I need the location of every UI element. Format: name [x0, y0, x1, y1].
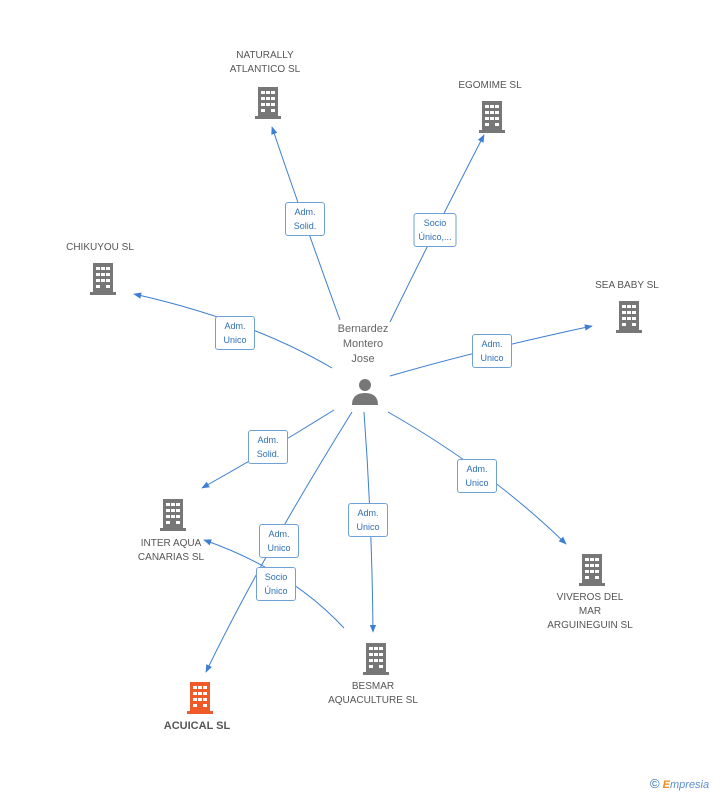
building-icon[interactable]: [88, 261, 118, 295]
building-icon[interactable]: [614, 299, 644, 333]
edge-label-chikuyou[interactable]: Adm. Unico: [215, 316, 255, 350]
building-icon[interactable]: [577, 552, 607, 586]
building-icon[interactable]: [158, 497, 188, 531]
building-icon[interactable]: [477, 99, 507, 133]
person-icon[interactable]: [350, 377, 380, 407]
edge-label-interaqua[interactable]: Adm. Solid.: [248, 430, 288, 464]
copyright-symbol: ©: [650, 776, 660, 791]
node-label-seababy[interactable]: SEA BABY SL: [595, 280, 659, 291]
edge-label-egomime[interactable]: Socio Único,...: [413, 213, 457, 247]
node-label-acuical[interactable]: ACUICAL SL: [163, 720, 231, 732]
node-label-viveros[interactable]: VIVEROS DEL MAR ARGUINEGUIN SL: [547, 592, 633, 631]
building-icon[interactable]: [253, 85, 283, 119]
edge-label-besmar[interactable]: Adm. Unico: [348, 503, 388, 537]
edge-label-naturally[interactable]: Adm. Solid.: [285, 202, 325, 236]
node-label-egomime[interactable]: EGOMIME SL: [458, 80, 522, 91]
edge-label-acuical-center[interactable]: Adm. Unico: [259, 524, 299, 558]
building-icon[interactable]: [361, 641, 391, 675]
node-label-interaqua[interactable]: INTER AQUA CANARIAS SL: [137, 538, 205, 563]
brand-footer: © Empresia: [650, 776, 709, 791]
node-label-chikuyou[interactable]: CHIKUYOU SL: [66, 242, 134, 253]
brand-logo-e: E: [662, 779, 670, 791]
building-icon-focus[interactable]: [185, 680, 215, 714]
node-label-besmar[interactable]: BESMAR AQUACULTURE SL: [328, 681, 418, 706]
node-label-naturally[interactable]: NATURALLY ATLANTICO SL: [229, 50, 301, 75]
brand-name: mpresia: [670, 779, 710, 791]
edge-label-viveros[interactable]: Adm. Unico: [457, 459, 497, 493]
center-label: Bernardez Montero Jose: [337, 323, 389, 365]
edge-label-seababy[interactable]: Adm. Unico: [472, 334, 512, 368]
edge-label-acuical-besmar[interactable]: Socio Único: [256, 567, 296, 601]
